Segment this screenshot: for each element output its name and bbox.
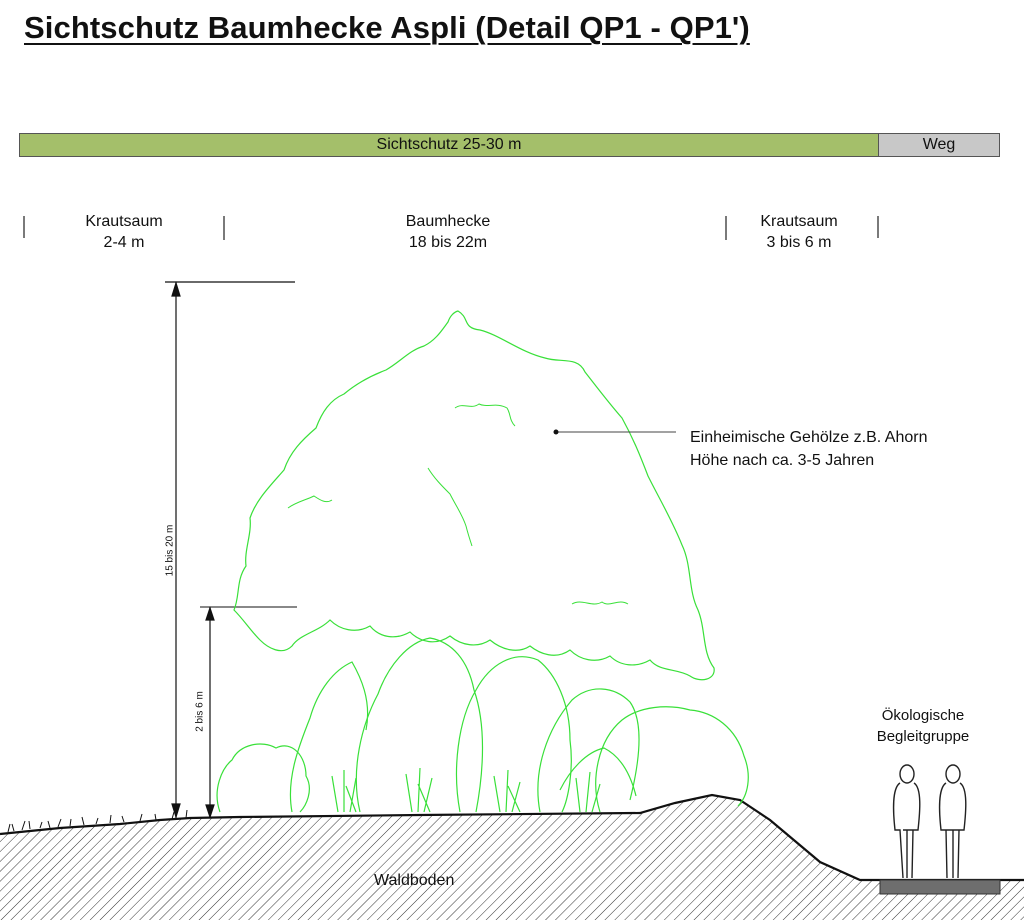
total-height-label: 15 bis 20 m bbox=[164, 524, 176, 577]
grass-tufts bbox=[331, 767, 601, 813]
shrub-2 bbox=[289, 661, 369, 813]
ground-profile bbox=[0, 795, 1024, 920]
zone-width: 2-4 m bbox=[103, 234, 145, 251]
zone-name: Baumhecke bbox=[405, 213, 491, 230]
height-dimensions bbox=[165, 280, 297, 820]
tree-crown-detail bbox=[287, 403, 629, 605]
person-2 bbox=[938, 764, 967, 879]
zone-baumhecke: Baumhecke 18 bis 22m bbox=[388, 211, 508, 253]
page-title: Sichtschutz Baumhecke Aspli (Detail QP1 … bbox=[24, 10, 750, 45]
annotation-dot bbox=[553, 429, 559, 435]
zone-width: 3 bis 6 m bbox=[766, 234, 832, 251]
shrub-5 bbox=[537, 688, 640, 813]
grass-left bbox=[7, 809, 188, 833]
tree-crown-outline bbox=[233, 310, 715, 681]
zone-separators bbox=[23, 216, 879, 240]
people-label: Ökologische Begleitgruppe bbox=[858, 705, 988, 747]
shrub-3 bbox=[355, 637, 484, 813]
weg-bar: Weg bbox=[878, 133, 1000, 157]
annotation-line-2: Höhe nach ca. 3-5 Jahren bbox=[690, 452, 875, 469]
zone-name: Krautsaum bbox=[85, 213, 163, 230]
shrub-7 bbox=[559, 747, 637, 797]
people-group bbox=[892, 764, 967, 879]
person-1 bbox=[892, 764, 921, 879]
annotation-line-1: Einheimische Gehölze z.B. Ahorn bbox=[690, 429, 928, 446]
shrub-4 bbox=[455, 656, 572, 813]
shrub-height-label: 2 bis 6 m bbox=[194, 691, 206, 732]
shrub-layer bbox=[216, 637, 749, 813]
zone-krautsaum-left: Krautsaum 2-4 m bbox=[64, 211, 184, 253]
zone-width: 18 bis 22m bbox=[408, 234, 488, 251]
tree-annotation: Einheimische Gehölze z.B. Ahorn Höhe nac… bbox=[690, 426, 927, 472]
people-label-line-1: Ökologische bbox=[881, 707, 965, 724]
ground-line bbox=[0, 793, 1024, 882]
people-label-line-2: Begleitgruppe bbox=[876, 728, 970, 745]
zone-krautsaum-right: Krautsaum 3 bis 6 m bbox=[739, 211, 859, 253]
weg-slab bbox=[879, 879, 1001, 895]
sichtschutz-bar: Sichtschutz 25-30 m bbox=[19, 133, 879, 157]
shrub-6 bbox=[595, 706, 749, 813]
ground-label: Waldboden bbox=[374, 872, 455, 889]
shrub-1 bbox=[216, 743, 310, 813]
zone-name: Krautsaum bbox=[760, 213, 838, 230]
